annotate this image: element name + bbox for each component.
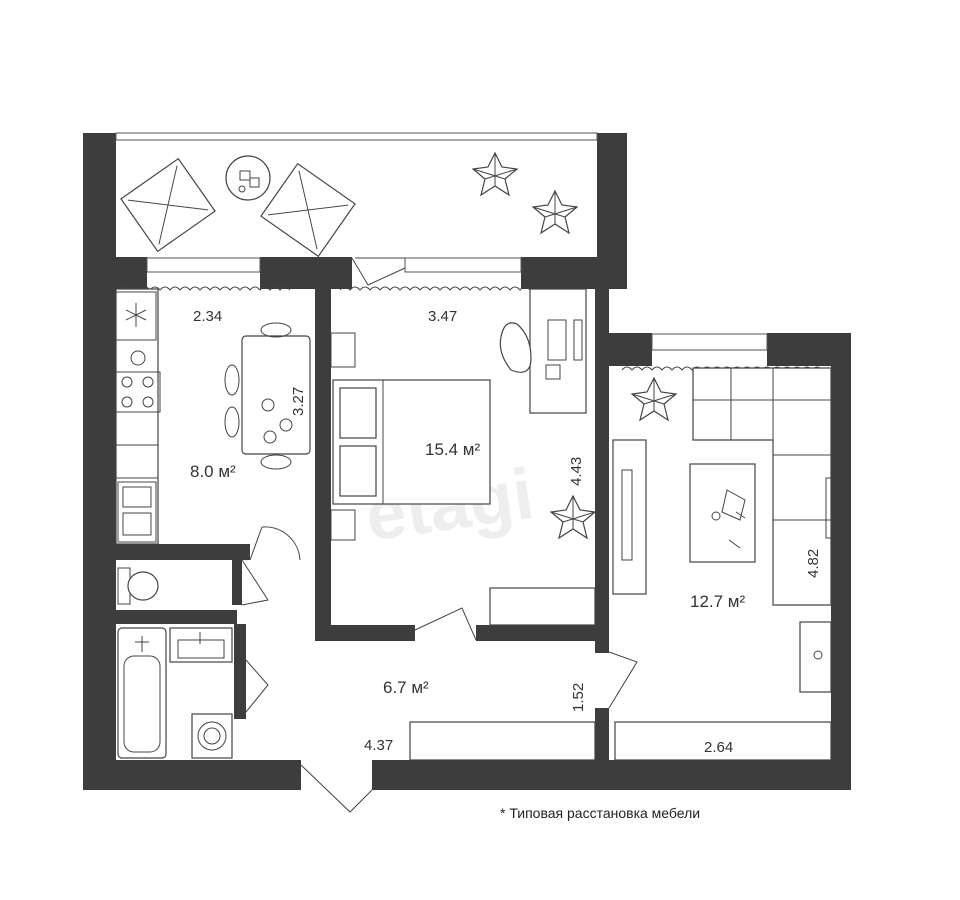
hall-width: 4.37 <box>364 737 393 754</box>
coffee-table <box>689 463 756 563</box>
hall-furniture <box>409 721 597 761</box>
hall-depth: 1.52 <box>570 683 587 712</box>
round-table <box>225 155 271 201</box>
furniture-note: * Типовая расстановка мебели <box>500 805 700 821</box>
living-depth: 4.82 <box>805 549 822 578</box>
bedroom-width: 3.47 <box>428 308 457 325</box>
bathroom-furniture <box>117 567 233 759</box>
desk-chair <box>499 322 532 373</box>
washbasin <box>169 627 233 663</box>
toilet-icon <box>117 567 159 605</box>
sink-icon <box>130 350 146 366</box>
plant-icon <box>471 151 519 197</box>
fridge-icon <box>115 291 157 341</box>
sofa <box>692 367 832 606</box>
desk <box>529 288 587 414</box>
kitchen-furniture <box>115 288 311 545</box>
balcony-furniture <box>120 151 579 258</box>
kitchen-width: 2.34 <box>193 308 222 325</box>
living-furniture <box>612 367 832 761</box>
bedroom-depth: 4.43 <box>568 457 585 486</box>
windows <box>115 132 768 351</box>
tv-stand <box>612 439 647 595</box>
kitchen-sink-icon <box>117 481 157 543</box>
plant-icon <box>549 494 597 540</box>
bed <box>332 379 491 505</box>
hall-area: 6.7 м² <box>383 678 429 697</box>
plant-icon <box>531 189 579 235</box>
bathtub <box>117 627 167 759</box>
walls <box>83 133 851 790</box>
living-width: 2.64 <box>704 739 733 756</box>
dining-table <box>224 322 311 470</box>
armchair-left <box>120 157 216 253</box>
bedroom-area: 15.4 м² <box>425 440 480 459</box>
labels: 2.34 3.27 8.0 м² 3.47 15.4 м² 4.43 12.7 … <box>190 308 822 821</box>
plant-icon <box>630 376 678 422</box>
bedroom-furniture <box>330 288 597 626</box>
doors <box>241 257 638 813</box>
curtains <box>119 286 823 371</box>
kitchen-area: 8.0 м² <box>190 462 236 481</box>
living-area: 12.7 м² <box>690 592 745 611</box>
washing-machine <box>191 713 233 759</box>
armchair-right <box>260 162 356 258</box>
kitchen-depth: 3.27 <box>290 387 307 416</box>
